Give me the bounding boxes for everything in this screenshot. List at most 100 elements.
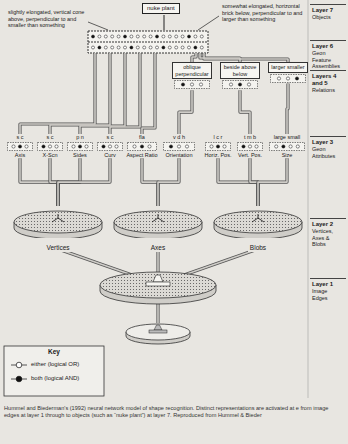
attribute-unit: s cCurv	[96, 134, 124, 158]
layer-band: Layer 7Objects	[310, 4, 346, 23]
node-text: Layer 2	[312, 221, 344, 228]
disk-caption: Blobs	[212, 236, 304, 254]
unit-row	[205, 142, 231, 151]
feature-disk: Blobs	[212, 206, 304, 250]
attribute-unit: large smallSize	[268, 134, 306, 158]
feature-disk: Vertices	[12, 206, 104, 250]
node-text: beside above below	[222, 64, 258, 77]
node-text: Layer 1	[312, 281, 344, 288]
node-text: v d h	[162, 134, 196, 141]
node-text: Vertices	[44, 244, 71, 252]
node-text: large small	[268, 134, 306, 141]
wire-outline	[258, 158, 287, 206]
callout-text: somewhat elongated, horizontal brick bel…	[222, 3, 306, 23]
node-text: Axes	[149, 244, 167, 252]
attribute-unit: l c r Horiz. Pos.	[204, 134, 232, 158]
node-text: Layer 7	[312, 7, 344, 14]
wire-core	[158, 158, 179, 206]
node-text: p n	[66, 134, 94, 141]
wire-bundle	[240, 90, 250, 134]
unit-row	[174, 80, 210, 89]
unit-row	[270, 74, 306, 83]
key-frame	[4, 346, 104, 396]
node-text: l c r	[204, 134, 232, 141]
node-text: Geon Attributes	[312, 146, 344, 159]
grid-rule	[88, 42, 208, 43]
relation-unit: larger smaller	[268, 62, 308, 84]
unit-row	[97, 142, 123, 151]
callout-text: slightly elongated, vertical cone above,…	[8, 9, 86, 29]
legend-item: either (logical OR)	[10, 361, 79, 369]
layer-band: Layers 4 and 5Relations	[310, 70, 346, 96]
node-text: X-Scn	[36, 152, 64, 159]
node-text: Vertices, Axes & Blobs	[312, 228, 344, 248]
wire-bundle	[287, 84, 288, 134]
attribute-unit: s cX-Scn	[36, 134, 64, 158]
wire-outline	[218, 158, 258, 206]
feature-disk: Axes	[112, 206, 204, 250]
relation-unit: beside above below	[220, 62, 260, 90]
wire-outline	[287, 84, 288, 134]
node-text: s c	[96, 134, 124, 141]
unit-row	[7, 142, 33, 151]
wire-core	[218, 158, 258, 206]
caption: Hummel and Biederman's (1992) neural net…	[4, 405, 342, 418]
node-text: Layer 3	[312, 139, 344, 146]
disk-caption: Vertices	[12, 236, 104, 254]
column-rule	[308, 0, 309, 398]
unit-row	[269, 142, 305, 151]
node-text: Layer 6	[312, 43, 344, 50]
node-text: s c	[6, 134, 34, 141]
node-text: Horiz. Pos.	[204, 152, 232, 159]
wire-bundle	[158, 158, 179, 206]
relation-label-box: oblique perpendicular	[172, 62, 212, 79]
node-text: Blobs	[248, 244, 268, 252]
wire-outline	[58, 158, 110, 206]
node-text: Image Edges	[312, 288, 344, 301]
wire-bundle	[20, 53, 288, 323]
wire-bundle	[258, 158, 287, 206]
legend-sample	[10, 375, 28, 383]
attribute-unit: s cAxis	[6, 134, 34, 158]
wire-bundle	[20, 158, 58, 206]
relation-unit: oblique perpendicular	[172, 62, 212, 90]
legend-sample	[10, 361, 28, 369]
disk-shape	[112, 208, 204, 238]
node-text: Size	[268, 152, 306, 159]
unit-row	[222, 80, 258, 89]
unit-row	[37, 142, 63, 151]
wire-bundle	[142, 158, 158, 206]
wire-bundle	[218, 158, 258, 206]
leader-line	[88, 22, 108, 30]
attribute-unit: p nSides	[66, 134, 94, 158]
wire-core	[287, 84, 288, 134]
attribute-unit: v d h Orientation	[162, 134, 196, 158]
wire-outline	[179, 90, 192, 134]
node-text: Layers 4 and 5	[312, 73, 344, 87]
node-text: larger smaller	[270, 64, 306, 71]
wire-core	[258, 158, 287, 206]
attribute-unit: flaAspect Ratio	[126, 134, 158, 158]
layer-band: Layer 1Image Edges	[310, 278, 346, 303]
legend-item: both (logical AND)	[10, 375, 79, 383]
wire-core	[179, 90, 192, 134]
layer-band: Layer 2Vertices, Axes & Blobs	[310, 218, 346, 250]
leader-line	[198, 16, 219, 30]
wire-core	[142, 158, 158, 206]
unit-dots	[92, 35, 204, 49]
connector-line	[164, 15, 165, 30]
node-text: t m b	[236, 134, 264, 141]
node-text: Geon Feature Assemblies	[312, 50, 344, 70]
unit-row	[67, 142, 93, 151]
node-text: Objects	[312, 14, 344, 21]
node-text: nuke plant	[147, 5, 175, 12]
node-text: Relations	[312, 87, 344, 94]
attribute-unit: t m bVert. Pos.	[236, 134, 264, 158]
legend-title: Key	[6, 348, 102, 356]
unit-row	[163, 142, 195, 151]
node-text: Orientation	[162, 152, 196, 159]
disk-caption: Axes	[112, 236, 204, 254]
disk-shape	[12, 208, 104, 238]
wire-outline	[158, 158, 179, 206]
image-disk	[126, 324, 190, 344]
